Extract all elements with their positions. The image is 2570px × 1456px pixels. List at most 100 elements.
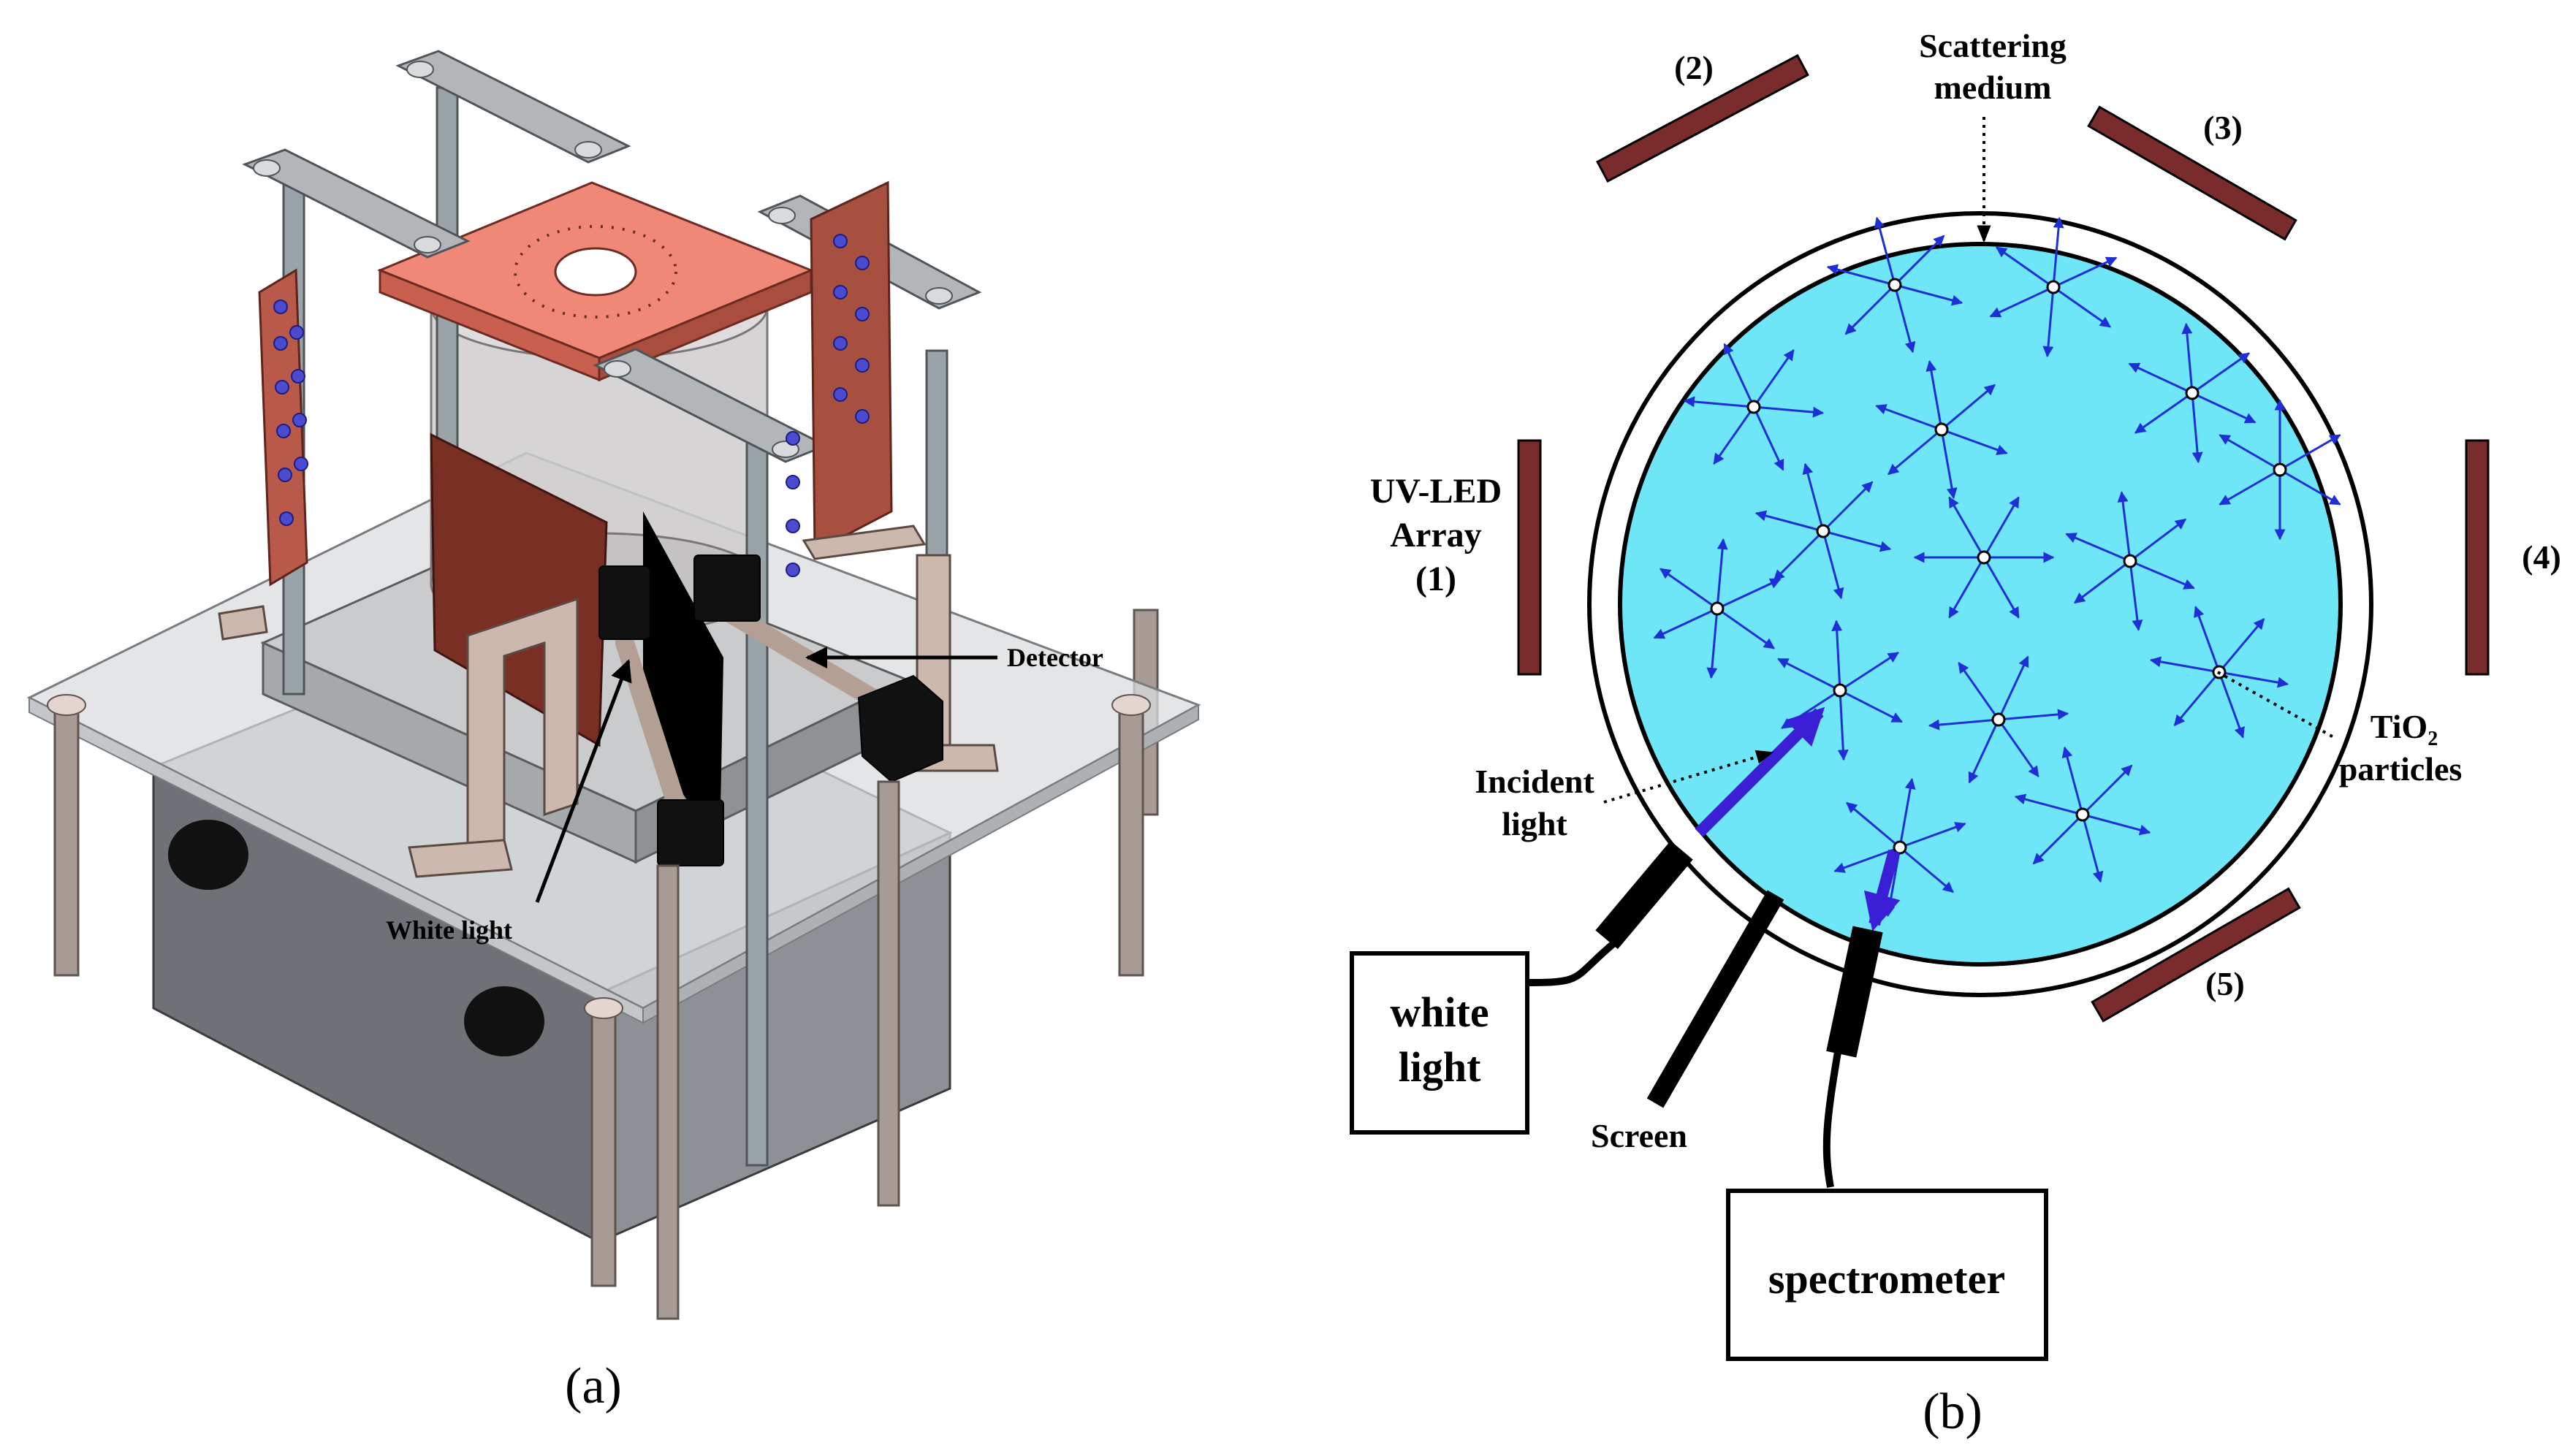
scatter-ray [1989, 286, 2054, 318]
scatter-ray [2219, 434, 2281, 471]
label-led-3: (3) [2203, 109, 2243, 146]
scatter-ray [1899, 846, 1954, 893]
scattering-particle [2128, 322, 2257, 464]
scatter-ray [1723, 343, 1755, 408]
scatter-ray [1887, 428, 1942, 476]
label-white-light: White light [386, 915, 512, 945]
scatter-ray [1958, 661, 2000, 720]
label-incident-2: light [1502, 805, 1567, 842]
scatter-ray [1940, 429, 1958, 500]
acrylic-plate-edge [642, 704, 1199, 1024]
scatter-ray [1893, 284, 1916, 354]
scatter-ray [1997, 719, 2039, 778]
label-screen: Screen [1591, 1117, 1687, 1154]
scattering-particle [1989, 216, 2118, 358]
label-particles: particles [2339, 750, 2463, 788]
scatter-ray [1893, 235, 1945, 286]
label-led-4: (4) [2522, 538, 2561, 576]
scatter-ray [1846, 801, 1901, 849]
scatter-ray [1948, 557, 1985, 619]
led-strip-right [786, 180, 893, 577]
scatter-ray [2073, 560, 2131, 604]
scatter-ray [1752, 406, 1784, 471]
scattering-particle [1913, 496, 2055, 619]
scatter-ray [2117, 491, 2132, 562]
scatter-ray [1753, 405, 1825, 418]
scatter-ray [1982, 496, 2020, 558]
label-led-2: (2) [1674, 49, 1714, 86]
screen [1646, 890, 1784, 1108]
scattering-particle [2065, 491, 2195, 631]
scatter-ray [1844, 283, 1896, 335]
scattering-particle [1683, 343, 1825, 471]
particle-dot [1893, 840, 1907, 855]
caption-a: (a) [565, 1358, 622, 1414]
scatter-ray [2191, 392, 2257, 424]
scatter-ray [1822, 481, 1874, 533]
scatter-ray [2194, 606, 2221, 673]
scatter-ray [2181, 322, 2194, 394]
particle-dot [1746, 400, 1761, 414]
u-brackets [218, 525, 999, 878]
particle-dot [2046, 280, 2061, 294]
scatter-ray [2042, 286, 2055, 358]
scatter-ray [2219, 671, 2289, 688]
scatter-ray [1659, 568, 1718, 610]
scatter-ray [2191, 352, 2251, 395]
particle-dot [2123, 554, 2137, 568]
leg-caps [47, 694, 1151, 1019]
scatter-ray [1941, 428, 2008, 455]
particle-dot [1816, 524, 1830, 538]
scattering-particle [2219, 399, 2341, 541]
scatter-ray [2053, 286, 2112, 328]
spectrometer-box [1726, 1189, 2048, 1361]
scatter-ray [2082, 813, 2151, 836]
front-legs [53, 711, 1144, 1320]
scatter-ray [1997, 655, 2029, 720]
scatter-ray [2065, 533, 2131, 563]
box-port [168, 820, 248, 890]
label-detector: Detector [1007, 643, 1103, 672]
label-incident-1: Incident [1475, 763, 1594, 800]
particle-dot [1934, 422, 1949, 437]
scatter-ray [1875, 404, 1942, 431]
scatter-ray [1831, 620, 1843, 691]
scatter-ray [1925, 359, 1943, 430]
top-copper-plate [377, 181, 814, 382]
led-array-5 [2091, 887, 2301, 1023]
black-screen [643, 511, 723, 847]
scatter-ray [1683, 396, 1754, 408]
scatter-ray [1941, 384, 1996, 431]
panel-a-apparatus: Detector White light (a) [26, 50, 1201, 1414]
scatter-ray [2219, 468, 2281, 506]
scattering-medium [1618, 242, 2343, 967]
scatter-ray [1822, 530, 1844, 600]
particle-dot [1991, 712, 2006, 727]
particle-dot [1833, 683, 1847, 698]
scatter-ray [2081, 764, 2133, 816]
label-uv-1: UV-LED [1370, 472, 1502, 511]
white-light-fiber [1527, 840, 1693, 986]
scatter-ray [1802, 462, 1825, 532]
panel-b-schematic: white light spectrometer Scattering medi… [1350, 27, 2561, 1440]
spectrometer-fiber [1822, 926, 1883, 1188]
incident-light-arrow [1695, 706, 1825, 837]
particle-dot [1710, 601, 1725, 616]
scatter-ray [2032, 813, 2084, 865]
scatter-ray [1754, 510, 1824, 533]
scatter-ray [2014, 793, 2083, 816]
scatter-ray [1995, 246, 2054, 289]
incident-pointer [1603, 750, 1774, 804]
white-light-box-line2: light [1399, 1043, 1481, 1091]
scatter-ray [1752, 348, 1795, 408]
label-uv-2: Array [1390, 516, 1481, 554]
particle-dot [2075, 807, 2090, 822]
tio2-subscript: 2 [2428, 728, 2438, 750]
caption-b: (b) [1923, 1384, 1982, 1440]
label-uv-3: (1) [1415, 560, 1456, 598]
scatter-ray [1826, 264, 1896, 286]
box-port [464, 986, 544, 1056]
white-light-box-line1: white [1390, 988, 1489, 1036]
scatter-ray [1716, 538, 1728, 609]
